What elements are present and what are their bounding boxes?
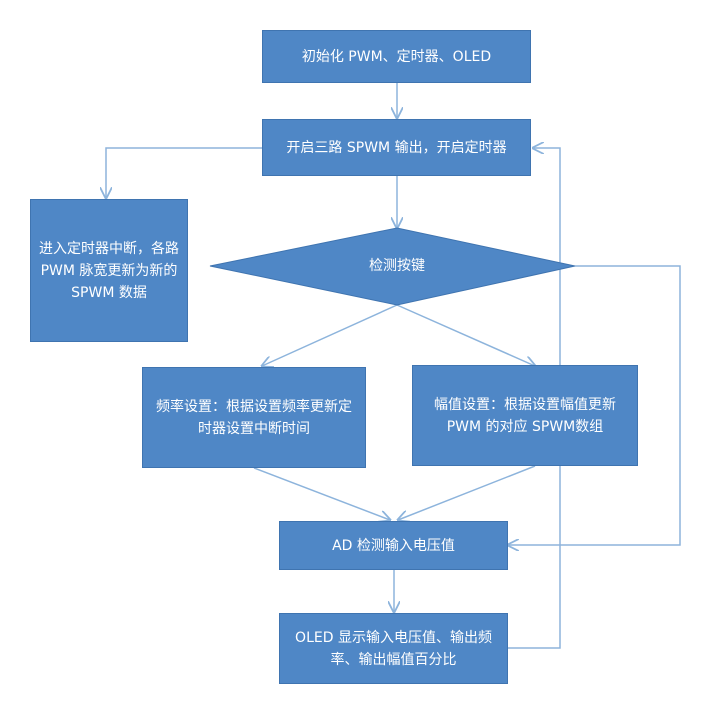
node-init: 初始化 PWM、定时器、OLED [262,30,531,83]
detect-diamond [209,227,576,306]
arrow-freq-to-ad [253,467,390,520]
node-start-label: 开启三路 SPWM 输出，开启定时器 [286,139,507,156]
node-start: 开启三路 SPWM 输出，开启定时器 [262,119,531,176]
node-ad: AD 检测输入电压值 [279,521,508,570]
node-freq: 频率设置：根据设置频率更新定时器设置中断时间 [142,367,366,468]
node-oled-label: OLED 显示输入电压值、输出频率、输出幅值百分比 [295,629,492,668]
node-interrupt-label: 进入定时器中断，各路 PWM 脉宽更新为新的 SPWM 数据 [39,240,179,301]
arrow-detect-to-amp [396,304,535,366]
arrow-amp-to-ad [398,465,536,520]
arrow-detect-to-ad [508,265,681,545]
node-freq-label: 频率设置：根据设置频率更新定时器设置中断时间 [156,398,352,437]
arrow-start-to-interrupt [106,147,262,198]
node-oled: OLED 显示输入电压值、输出频率、输出幅值百分比 [279,613,508,684]
node-interrupt: 进入定时器中断，各路 PWM 脉宽更新为新的 SPWM 数据 [30,199,188,342]
node-ad-label: AD 检测输入电压值 [332,537,455,554]
node-detect-label: 检测按键 [369,258,425,274]
node-amp: 幅值设置：根据设置幅值更新 PWM 的对应 SPWM数组 [412,365,638,466]
node-init-label: 初始化 PWM、定时器、OLED [301,48,492,65]
arrow-detect-to-freq [262,304,398,366]
node-amp-label: 幅值设置：根据设置幅值更新 PWM 的对应 SPWM数组 [434,396,616,435]
